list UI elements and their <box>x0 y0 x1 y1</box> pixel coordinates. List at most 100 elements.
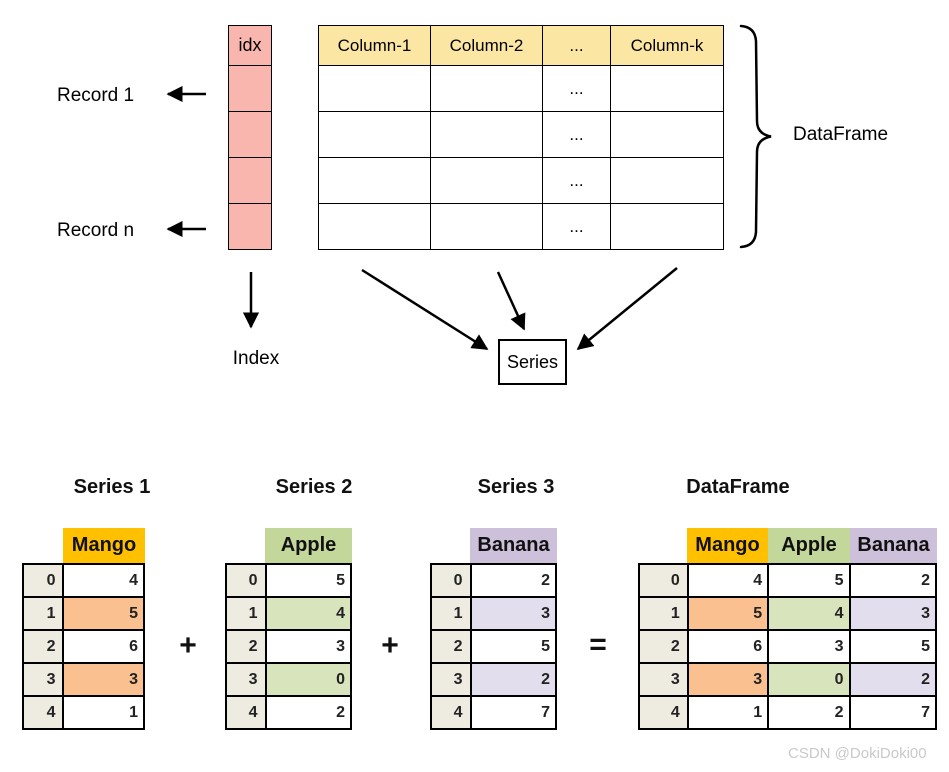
dataframe-brace-label: DataFrame <box>793 124 889 145</box>
mango-cell: 4 <box>686 563 770 598</box>
ellipsis-cell: ... <box>542 157 611 204</box>
apple-cell: 0 <box>767 662 851 697</box>
index-cell: 4 <box>21 695 65 730</box>
index-cell: 2 <box>225 629 267 664</box>
index-cell: 3 <box>430 662 472 697</box>
banana-cell: 2 <box>848 563 938 598</box>
table-row: ... <box>318 157 724 204</box>
banana-header: Banana <box>850 528 937 563</box>
mango-header: Mango <box>687 528 768 563</box>
table-row: 0 4 5 2 <box>638 563 938 598</box>
table-row: ... <box>318 65 724 112</box>
value-cell: 3 <box>264 629 353 664</box>
ellipsis-cell: ... <box>542 111 611 158</box>
columnk-to-series-arrow <box>576 267 678 351</box>
index-cell: 2 <box>21 629 65 664</box>
column-k-header: Column-k <box>610 25 724 66</box>
value-cell: 2 <box>264 695 353 730</box>
index-cell: 4 <box>225 695 267 730</box>
equals-operator: = <box>589 628 607 661</box>
banana-cell: 5 <box>848 629 938 664</box>
idx-header-cell: idx <box>228 25 272 66</box>
mango-cell: 5 <box>686 596 770 631</box>
mango-cell: 1 <box>686 695 770 730</box>
value-cell: 1 <box>62 695 145 730</box>
dataframe-result-table: Mango Apple Banana 0 4 5 2 1 5 4 3 2 6 3… <box>638 528 938 740</box>
series-2-title: Series 2 <box>275 476 353 498</box>
value-cell: 6 <box>62 629 145 664</box>
empty-cell <box>610 157 724 204</box>
index-cell: 0 <box>430 563 472 598</box>
plus-operator: + <box>179 629 197 662</box>
table-row: 1 5 4 3 <box>638 596 938 631</box>
apple-cell: 3 <box>767 629 851 664</box>
idx-cell <box>228 203 272 250</box>
column1-to-series-arrow <box>361 268 489 351</box>
empty-cell <box>430 203 543 250</box>
record-n-label: Record n <box>57 220 135 241</box>
dataframe-title: DataFrame <box>686 476 790 498</box>
value-cell: 4 <box>264 596 353 631</box>
table-row: 4 1 2 7 <box>638 695 938 730</box>
value-cell: 5 <box>264 563 353 598</box>
value-cell: 4 <box>62 563 145 598</box>
value-cell: 2 <box>469 563 558 598</box>
series-box: Series <box>498 339 567 385</box>
series-box-label: Series <box>506 351 559 372</box>
empty-cell <box>610 203 724 250</box>
apple-cell: 5 <box>767 563 851 598</box>
empty-cell <box>318 203 431 250</box>
index-label: Index <box>232 348 280 369</box>
column2-to-series-arrow <box>496 271 526 331</box>
csdn-watermark: CSDN @DokiDoki00 <box>788 745 927 762</box>
value-cell: 2 <box>469 662 558 697</box>
empty-cell <box>430 157 543 204</box>
plus-operator: + <box>381 629 399 662</box>
apple-header: Apple <box>265 528 352 563</box>
index-cell: 1 <box>21 596 65 631</box>
index-cell: 0 <box>638 563 689 598</box>
table-header-row: Column-1 Column-2 ... Column-k <box>318 25 724 66</box>
mango-cell: 3 <box>686 662 770 697</box>
table-row: ... <box>318 203 724 250</box>
value-cell: 5 <box>469 629 558 664</box>
value-cell: 0 <box>264 662 353 697</box>
series-3-title: Series 3 <box>477 476 555 498</box>
apple-header: Apple <box>768 528 850 563</box>
empty-cell <box>610 111 724 158</box>
column-ellipsis-header: ... <box>542 25 611 66</box>
schematic-dataframe-table: Column-1 Column-2 ... Column-k ... ... .… <box>318 25 724 250</box>
banana-cell: 3 <box>848 596 938 631</box>
value-cell: 7 <box>469 695 558 730</box>
index-cell: 1 <box>638 596 689 631</box>
empty-cell <box>610 65 724 112</box>
index-cell: 4 <box>430 695 472 730</box>
apple-cell: 4 <box>767 596 851 631</box>
value-cell: 5 <box>62 596 145 631</box>
index-cell: 1 <box>225 596 267 631</box>
idx-cell <box>228 111 272 158</box>
value-cell: 3 <box>469 596 558 631</box>
empty-cell <box>318 111 431 158</box>
value-cell: 3 <box>62 662 145 697</box>
banana-cell: 2 <box>848 662 938 697</box>
idx-cell <box>228 157 272 204</box>
apple-cell: 2 <box>767 695 851 730</box>
ellipsis-cell: ... <box>542 203 611 250</box>
dataframe-brace <box>739 24 772 249</box>
